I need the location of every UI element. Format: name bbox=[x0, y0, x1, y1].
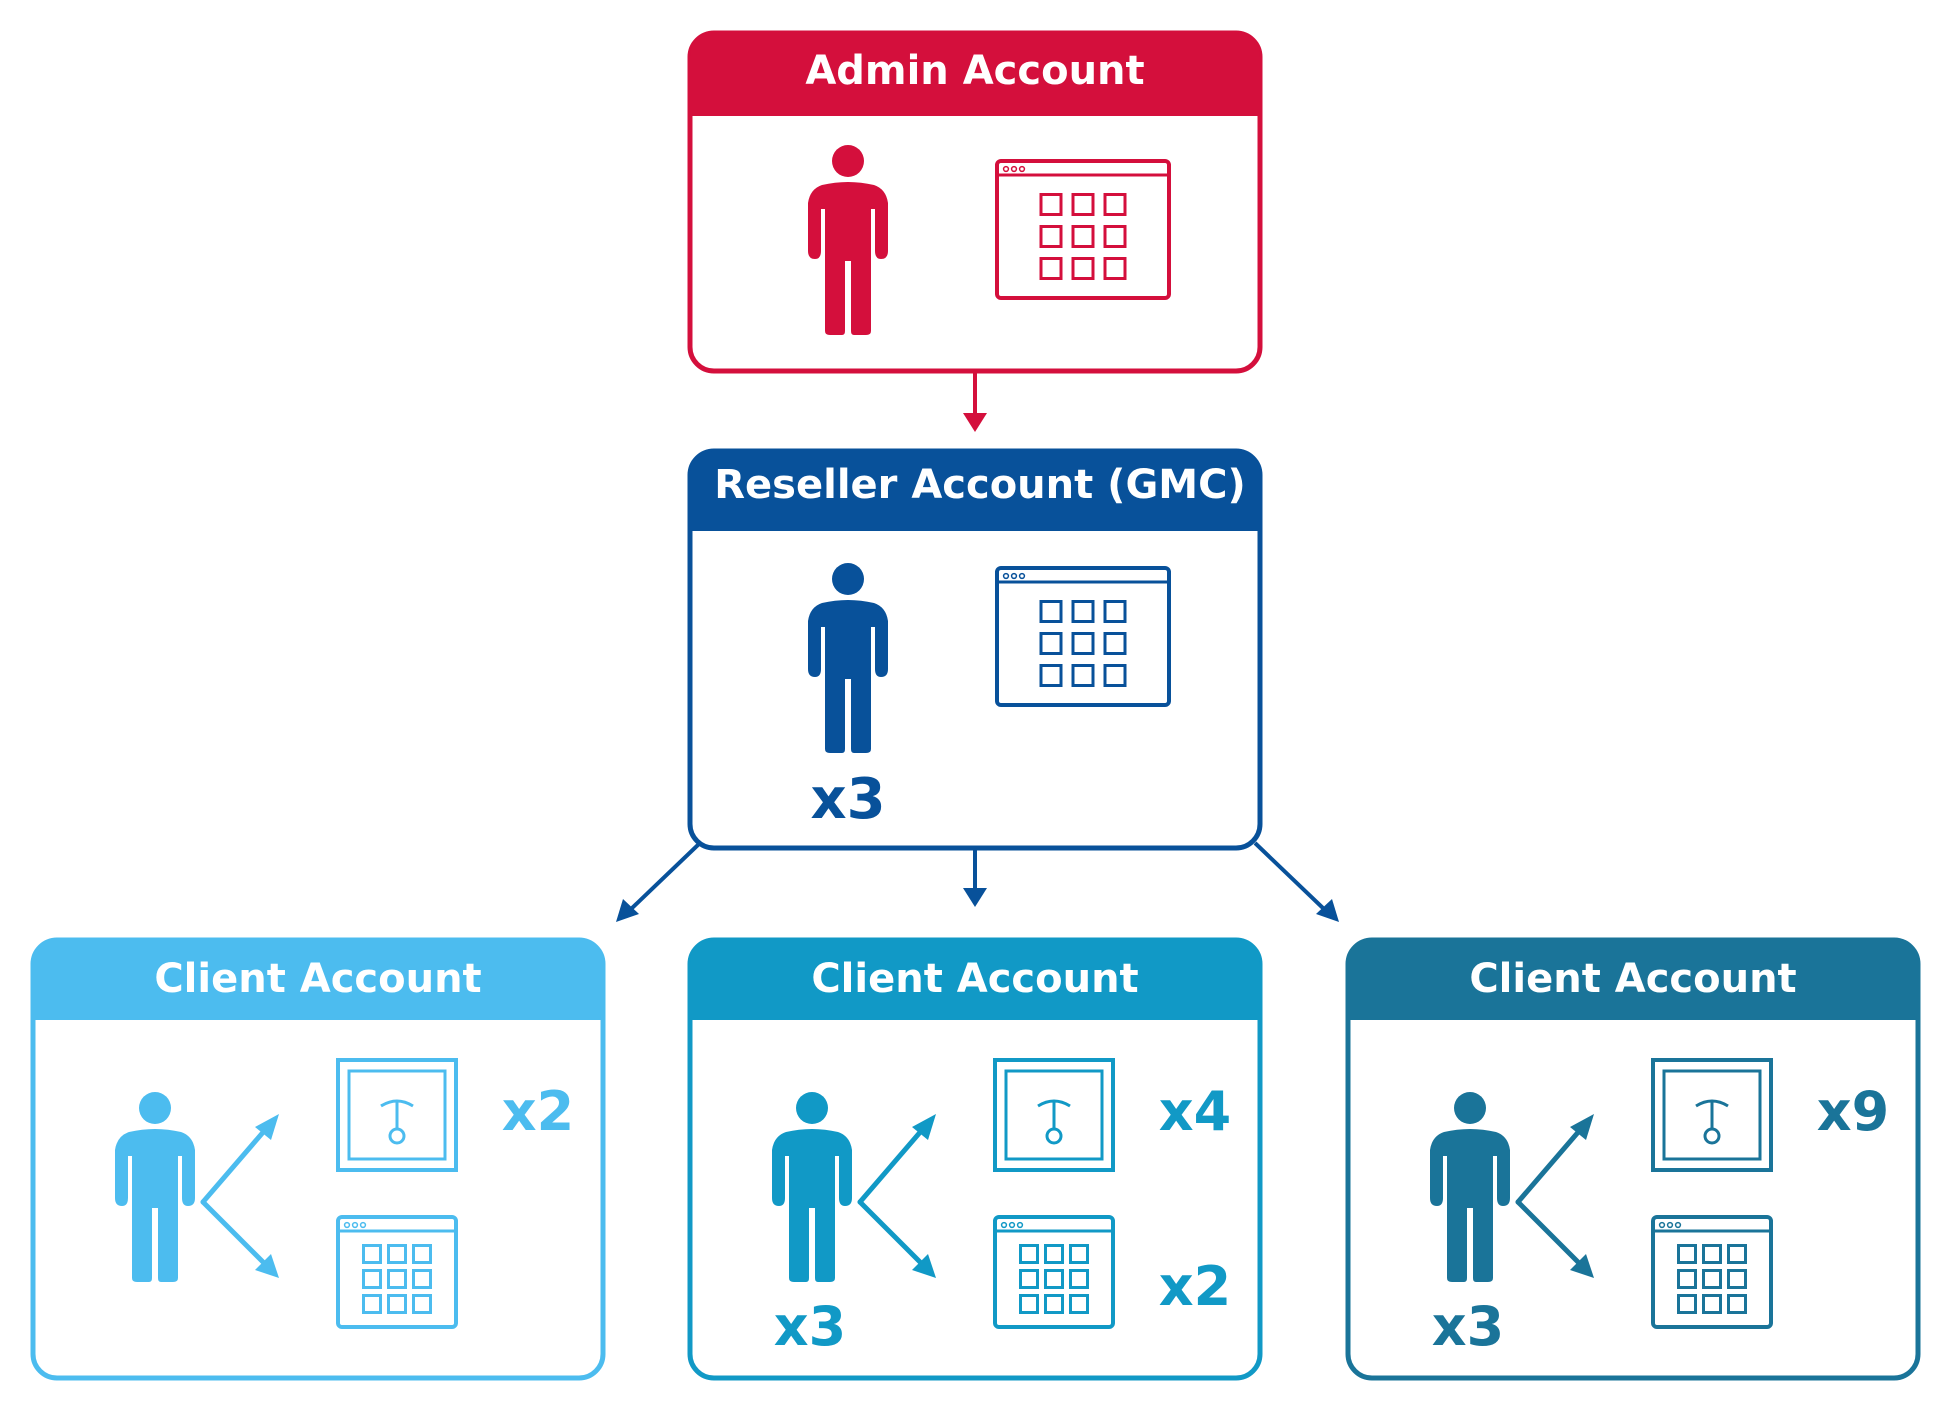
app-window-icon bbox=[336, 1215, 458, 1329]
arrow-to-client-left bbox=[628, 841, 702, 912]
client-users-multiplier: x3 bbox=[1432, 1295, 1504, 1358]
arrows-reseller-to-clients bbox=[616, 841, 1339, 922]
split-arrows-icon bbox=[1515, 1114, 1594, 1278]
client-header-bar bbox=[33, 940, 603, 1020]
client-account-box: Client Account x3 x9 bbox=[1345, 937, 1921, 1381]
app-window-icon bbox=[995, 159, 1171, 300]
gauge-window-icon bbox=[336, 1058, 458, 1172]
client-title: Client Account bbox=[1469, 956, 1796, 1002]
arrow-admin-to-reseller bbox=[963, 371, 987, 432]
client-title: Client Account bbox=[811, 956, 1138, 1002]
split-arrows-icon bbox=[857, 1114, 936, 1278]
client-gauge-multiplier: x9 bbox=[1817, 1080, 1889, 1143]
split-arrows-icon bbox=[200, 1114, 279, 1278]
client-gauge-multiplier: x2 bbox=[502, 1080, 574, 1143]
reseller-users-multiplier: x3 bbox=[810, 767, 885, 832]
reseller-title: Reseller Account (GMC) bbox=[714, 462, 1245, 508]
gauge-window-icon bbox=[1651, 1058, 1773, 1172]
client-account-box: Client Account x3 x4 x2 bbox=[687, 937, 1263, 1381]
app-window-icon bbox=[993, 1215, 1115, 1329]
client-title: Client Account bbox=[154, 956, 481, 1002]
app-window-icon bbox=[1651, 1215, 1773, 1329]
admin-title: Admin Account bbox=[805, 48, 1144, 94]
reseller-header-bar bbox=[690, 451, 1260, 531]
reseller-account-box: Reseller Account (GMC) x3 bbox=[687, 448, 1263, 851]
admin-account-box: Admin Account bbox=[687, 30, 1263, 374]
client-app-multiplier: x2 bbox=[1159, 1255, 1231, 1318]
app-window-icon bbox=[995, 566, 1171, 707]
client-header-bar bbox=[690, 940, 1260, 1020]
admin-header-bar bbox=[690, 33, 1260, 116]
client-account-box: Client Account x2 bbox=[30, 937, 606, 1381]
gauge-window-icon bbox=[993, 1058, 1115, 1172]
client-header-bar bbox=[1348, 940, 1918, 1020]
client-users-multiplier: x3 bbox=[774, 1295, 846, 1358]
arrow-to-client-right bbox=[1253, 841, 1327, 912]
client-gauge-multiplier: x4 bbox=[1159, 1080, 1231, 1143]
